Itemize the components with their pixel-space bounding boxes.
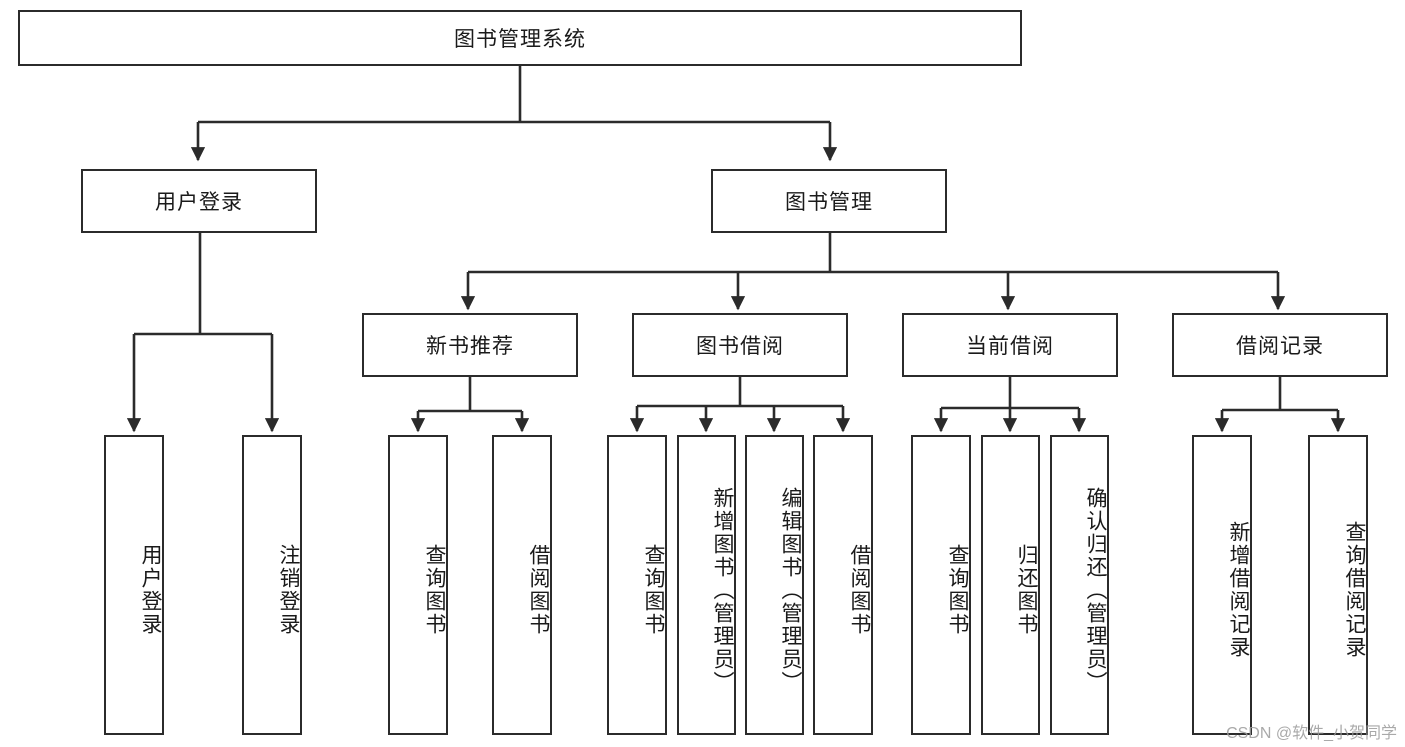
node-label: 当前借阅: [966, 335, 1054, 358]
node-label: 新增图书（管理员）: [711, 486, 734, 694]
leaf-record-add-record[interactable]: 新增借阅记录: [1192, 435, 1252, 735]
node-label: 注销登录: [277, 544, 300, 636]
node-label: 图书借阅: [696, 335, 784, 358]
node-label: 图书管理系统: [454, 28, 586, 51]
node-user-login[interactable]: 用户登录: [81, 169, 317, 233]
node-label: 确认归还（管理员）: [1084, 486, 1107, 694]
node-borrow-record[interactable]: 借阅记录: [1172, 313, 1388, 377]
node-root-system[interactable]: 图书管理系统: [18, 10, 1022, 66]
leaf-user-login-login[interactable]: 用户登录: [104, 435, 164, 735]
leaf-current-query-book[interactable]: 查询图书: [911, 435, 971, 735]
leaf-user-login-logout[interactable]: 注销登录: [242, 435, 302, 735]
node-current-borrow[interactable]: 当前借阅: [902, 313, 1118, 377]
node-label: 查询图书: [423, 544, 446, 636]
node-label: 编辑图书（管理员）: [779, 486, 802, 694]
leaf-recommend-query-book[interactable]: 查询图书: [388, 435, 448, 735]
leaf-recommend-borrow-book[interactable]: 借阅图书: [492, 435, 552, 735]
node-label: 归还图书: [1015, 544, 1038, 636]
node-label: 图书管理: [785, 191, 873, 214]
node-label: 查询图书: [946, 544, 969, 636]
node-label: 借阅图书: [527, 544, 550, 636]
leaf-current-return-book[interactable]: 归还图书: [981, 435, 1040, 735]
csdn-watermark: CSDN @软件_小贺同学: [1226, 725, 1397, 742]
node-label: 借阅图书: [848, 544, 871, 636]
leaf-current-confirm-return-admin[interactable]: 确认归还（管理员）: [1050, 435, 1109, 735]
node-new-book-recommend[interactable]: 新书推荐: [362, 313, 578, 377]
leaf-borrow-borrow-book[interactable]: 借阅图书: [813, 435, 873, 735]
node-label: 新书推荐: [426, 335, 514, 358]
node-book-management[interactable]: 图书管理: [711, 169, 947, 233]
leaf-borrow-add-book-admin[interactable]: 新增图书（管理员）: [677, 435, 736, 735]
node-label: 新增借阅记录: [1227, 521, 1250, 659]
node-label: 用户登录: [139, 544, 162, 636]
node-book-borrow[interactable]: 图书借阅: [632, 313, 848, 377]
leaf-borrow-query-book[interactable]: 查询图书: [607, 435, 667, 735]
node-label: 查询借阅记录: [1343, 521, 1366, 659]
leaf-borrow-edit-book-admin[interactable]: 编辑图书（管理员）: [745, 435, 804, 735]
node-label: 查询图书: [642, 544, 665, 636]
node-label: 用户登录: [155, 191, 243, 214]
leaf-record-query-record[interactable]: 查询借阅记录: [1308, 435, 1368, 735]
node-label: 借阅记录: [1236, 335, 1324, 358]
